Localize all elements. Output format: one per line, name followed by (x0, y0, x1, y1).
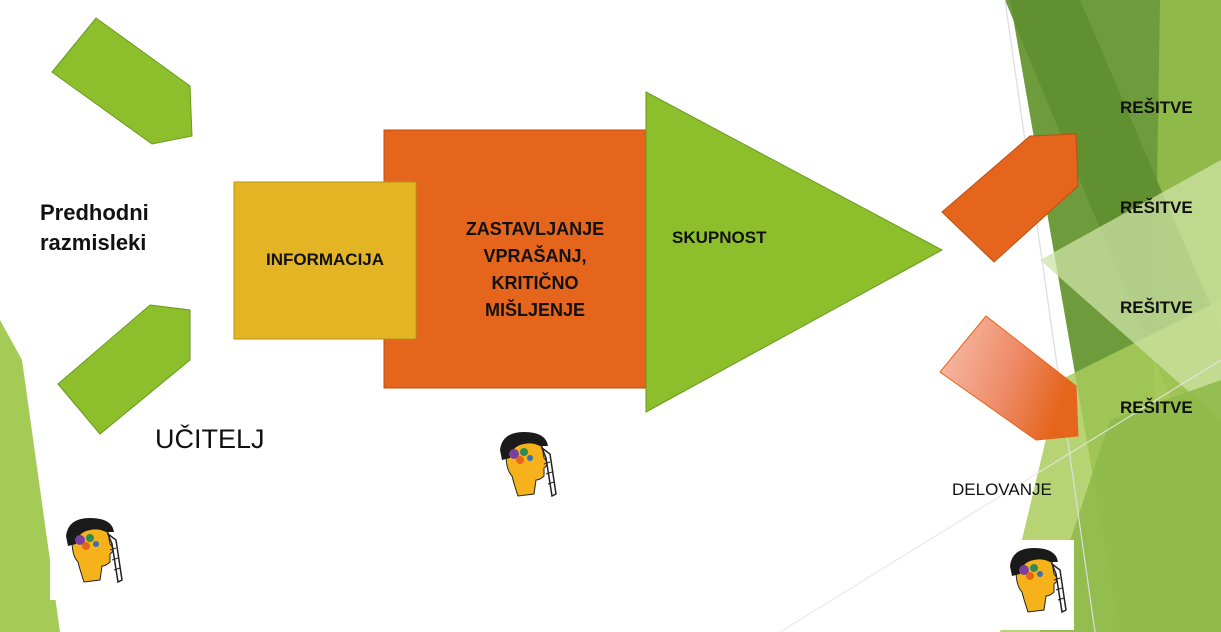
teacher-label: UČITELJ (155, 424, 265, 454)
thinking-head-icon (49, 509, 131, 601)
information-label: INFORMACIJA (265, 250, 385, 269)
prior-thoughts-label: Predhodni razmisleki (40, 200, 149, 255)
community-label: SKUPNOST (672, 228, 767, 247)
solution-arrow-orange (941, 133, 1079, 263)
solutions-label: REŠITVE (1120, 298, 1193, 317)
solutions-label: REŠITVE (1120, 398, 1193, 417)
left-edge-decoration (0, 320, 60, 632)
thinking-head-icon (993, 539, 1075, 631)
thinking-head-icon (483, 423, 565, 515)
action-label: DELOVANJE (952, 480, 1052, 499)
community-triangle (645, 91, 944, 413)
prior-thought-arrow-bottom (57, 304, 191, 435)
prior-thought-arrow-top (51, 17, 193, 145)
solutions-label: REŠITVE (1120, 98, 1193, 117)
action-arrow-faded (939, 315, 1079, 441)
solutions-label: REŠITVE (1120, 198, 1193, 217)
questioning-label: ZASTAVLJANJE VPRAŠANJ, KRITIČNO MIŠLJENJ… (465, 219, 605, 320)
